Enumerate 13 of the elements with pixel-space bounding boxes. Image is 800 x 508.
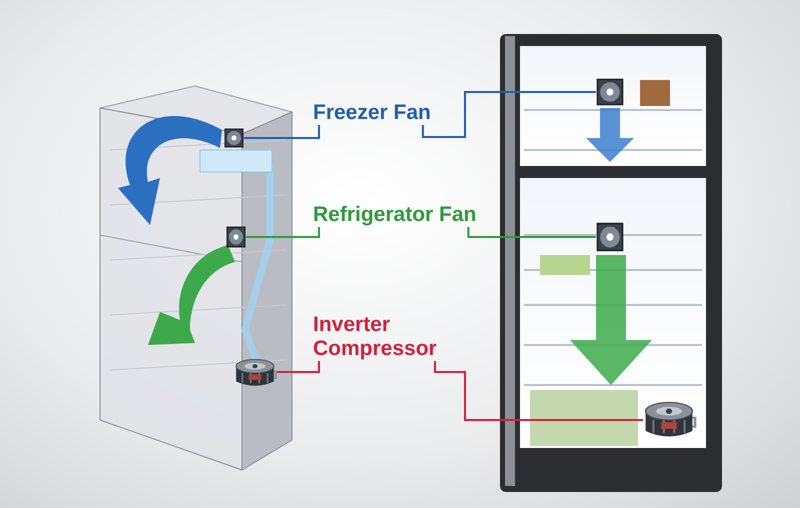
leader-line — [244, 125, 320, 139]
leader-line — [467, 227, 596, 238]
leader-line — [422, 91, 596, 138]
fan-icon — [596, 222, 624, 252]
part-label: Inverter Compressor — [313, 313, 443, 361]
fan-icon — [224, 128, 244, 148]
part-label: Refrigerator Fan — [313, 203, 476, 227]
leader-line — [434, 361, 643, 421]
fan-icon — [226, 226, 246, 248]
leader-line — [276, 361, 320, 373]
part-label: Freezer Fan — [313, 101, 431, 125]
fan-icon — [596, 78, 624, 106]
leader-line — [246, 227, 320, 238]
